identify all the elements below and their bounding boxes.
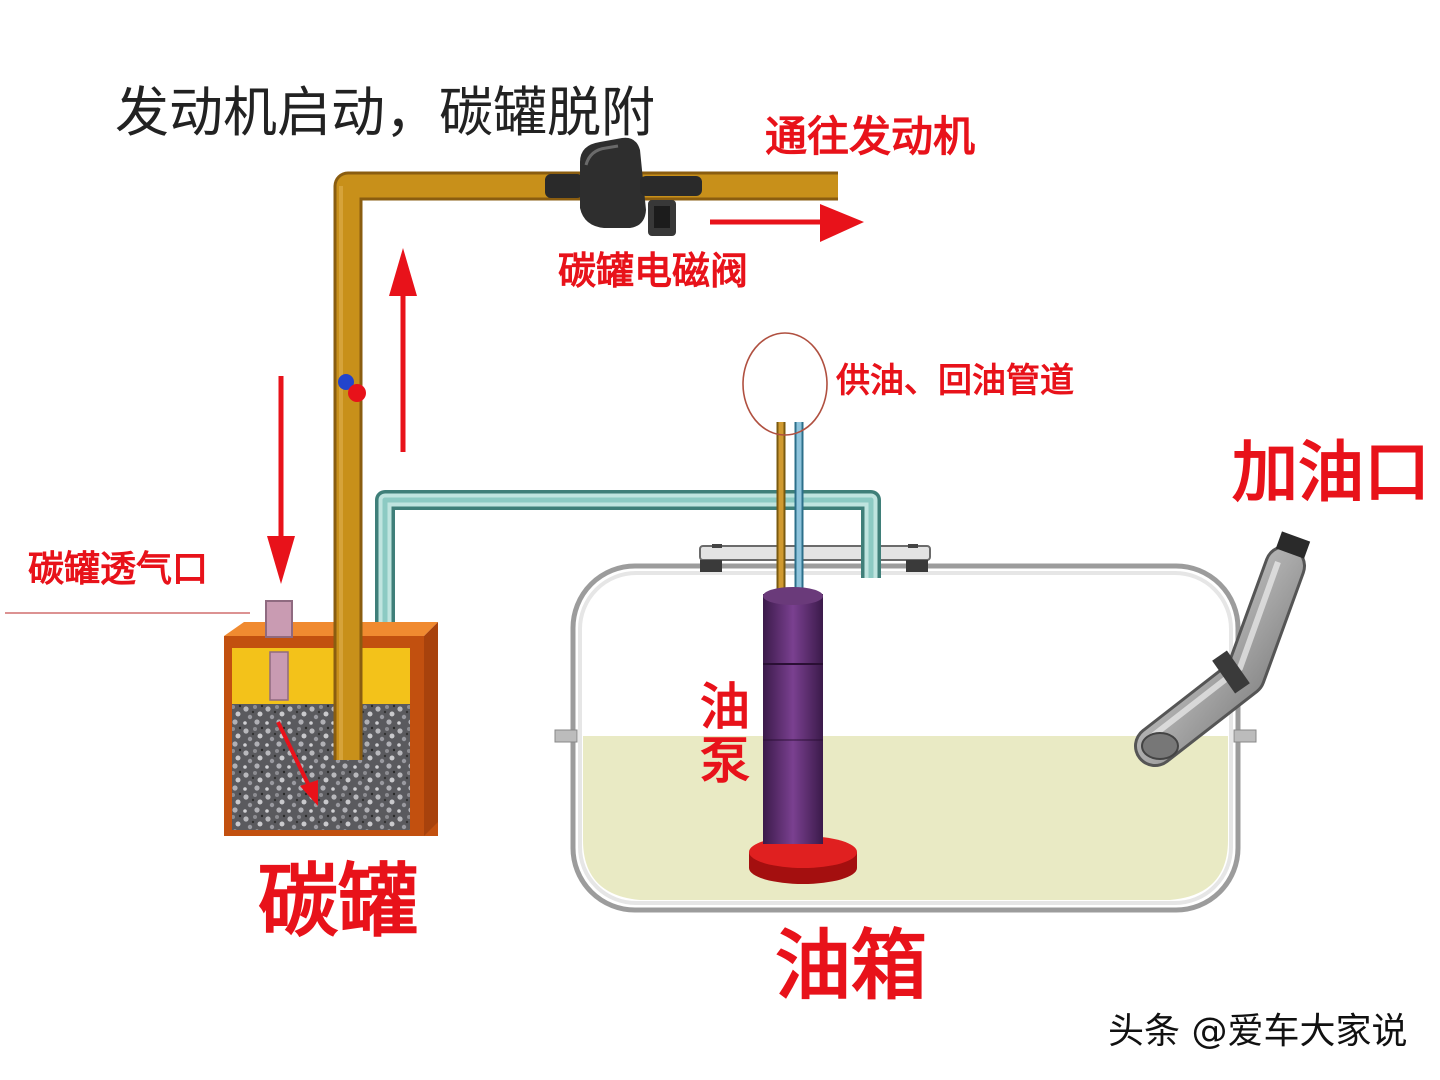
carbon-canister	[224, 600, 438, 836]
watermark: 头条 @爱车大家说	[1108, 1011, 1408, 1052]
purge-valve	[545, 137, 702, 236]
flow-arrows	[267, 204, 864, 584]
fuel-tank-label: 油箱	[775, 921, 927, 1010]
canister-vent-label: 碳罐透气口	[28, 549, 209, 590]
blue-dot	[338, 374, 354, 390]
red-dot	[348, 384, 366, 402]
to-engine-label: 通往发动机	[765, 112, 976, 161]
arrow-up-head	[389, 248, 417, 296]
fuel-tank	[554, 544, 1257, 913]
filler-neck	[1134, 531, 1311, 767]
filler-neck-label: 加油口	[1232, 434, 1430, 511]
fuel-pump	[749, 587, 857, 884]
purge-valve-label: 碳罐电磁阀	[558, 249, 749, 293]
arrow-down-head	[267, 536, 295, 584]
lines-highlight-circle	[742, 332, 828, 436]
diagram-title: 发动机启动，碳罐脱附	[115, 81, 655, 144]
canister-label: 碳罐	[258, 855, 418, 948]
fuel-pump-label: 油泵	[700, 678, 750, 790]
arrow-right-head	[820, 204, 864, 242]
supply-return-label: 供油、回油管道	[836, 361, 1074, 401]
fuel-liquid	[583, 736, 1228, 900]
supply-return-lines	[776, 422, 804, 600]
